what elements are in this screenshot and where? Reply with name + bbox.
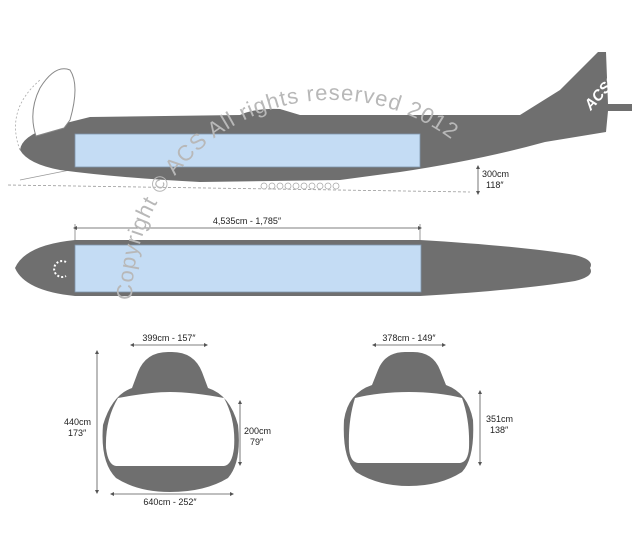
main-deck-cross-section: 399cm - 157″ 440cm 173″ 200cm 79″ 640cm … <box>64 333 271 507</box>
hold-length-label: 4,535cm - 1,785″ <box>213 216 282 226</box>
upper-top-width-label: 378cm - 149″ <box>382 333 436 343</box>
door-height-label-in: 118″ <box>486 180 504 190</box>
door-height-label: 300cm <box>482 169 509 179</box>
top-view: 4,535cm - 1,785″ <box>15 216 591 296</box>
main-side-height-label-in: 79″ <box>250 437 264 447</box>
side-cargo-hold <box>74 133 421 168</box>
main-height-label-in: 173″ <box>68 428 87 438</box>
upper-cargo-area <box>348 392 470 463</box>
landing-gear <box>260 182 340 190</box>
upper-deck-cross-section: 378cm - 149″ 351cm 138″ <box>343 333 513 486</box>
upper-side-height-label: 351cm <box>486 414 513 424</box>
main-top-width-label: 399cm - 157″ <box>142 333 196 343</box>
main-floor-width-label: 640cm - 252″ <box>143 497 197 507</box>
main-cargo-area <box>105 392 235 466</box>
main-height-label: 440cm <box>64 417 91 427</box>
top-cargo-hold <box>74 244 422 293</box>
nose-hinge-mark <box>53 260 67 278</box>
side-view: ACS© 300cm 118″ <box>7 52 632 195</box>
nose-hinge-arc <box>15 79 41 151</box>
upper-side-height-label-in: 138″ <box>490 425 509 435</box>
ground-line <box>7 184 471 193</box>
raised-nose <box>32 68 76 137</box>
main-side-height-label: 200cm <box>244 426 271 436</box>
